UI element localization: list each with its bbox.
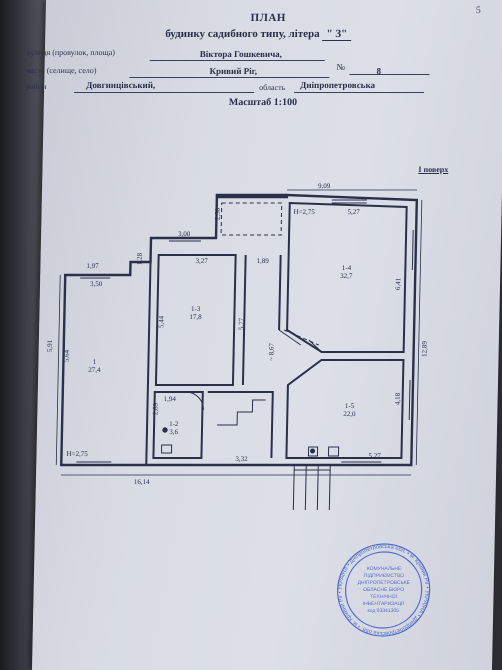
room-1-5-area: 22,0 — [343, 410, 356, 418]
dim-corr-long: ~ 8,67 — [267, 343, 276, 361]
dim-bottom-mid: 3,32 — [235, 455, 248, 463]
room-1-area: 27,4 — [88, 366, 101, 374]
wall-room13 — [154, 254, 237, 386]
dim-corr-height: 5,77 — [237, 317, 246, 331]
corridor-wall — [241, 255, 282, 385]
stamp-line: КОМУНАЛЬНЕ — [367, 566, 402, 572]
dim-r1-top2: 1,28 — [135, 252, 144, 266]
official-stamp-icon: УКРАЇНА • Дніпропетровська обл. • м. Кри… — [337, 543, 431, 637]
stamp-line: ПІДПРИЄМСТВО — [364, 573, 404, 579]
room-1-3-id: 1-3 — [190, 305, 201, 313]
room-1-4-area: 32,7 — [340, 272, 353, 280]
stamp-line: ДНІПРОПЕТРОВСЬКЕ — [357, 580, 410, 586]
stair-wall — [207, 391, 274, 458]
floor-plan — [55, 189, 423, 510]
dim-mid-top: 3,00 — [178, 230, 191, 238]
room-1-3: 1-3 17,8 — [189, 305, 202, 321]
stamp-line: ТЕХНІЧНОЇ — [370, 593, 398, 600]
wall-room14 — [286, 201, 408, 353]
room-1-5-id: 1-5 — [344, 402, 355, 410]
dim-r2-width: 1,94 — [163, 395, 176, 403]
dim-r2-height: 2,89 — [151, 402, 160, 416]
dim-r5-height: 4,18 — [393, 392, 402, 406]
room-1-2-id: 1-2 — [169, 420, 179, 428]
room-1-3-area: 17,8 — [189, 313, 202, 321]
room-1-4: 1-4 32,7 — [340, 264, 353, 280]
dim-top-small: 2,50 — [213, 207, 222, 221]
room-1: 1 27,4 — [88, 358, 101, 374]
dim-r1-top: 1,97 — [86, 262, 99, 270]
vestibule-wall — [215, 193, 287, 197]
dim-r3-height: 5,44 — [157, 315, 166, 329]
room-1-2-area: 3,6 — [169, 428, 179, 436]
entrance-stairs — [292, 465, 331, 510]
stamp-line: код 03341305 — [367, 608, 399, 614]
room-1-4-ceiling: H=2,75 — [293, 208, 315, 216]
dim-r1-inner: 3,50 — [89, 280, 103, 288]
room-1-5: 1-5 22,0 — [343, 402, 356, 418]
room-1-ceiling: H=2,75 — [66, 450, 88, 458]
dim-bottom-total: 16,14 — [133, 478, 150, 486]
room-1-id: 1 — [92, 358, 97, 366]
dim-r1-height: 5,64 — [62, 349, 71, 363]
dim-r3-width: 3,27 — [195, 257, 208, 265]
inner-stairs — [217, 399, 266, 426]
dim-r5-width: 5,27 — [368, 452, 381, 460]
stamp-line: ОБЛАСНЕ БЮРО — [363, 587, 404, 593]
room-1-2: 1-2 3,6 — [169, 420, 179, 436]
dim-corr-width: 1,89 — [256, 257, 269, 265]
dim-top-total: 9,09 — [318, 182, 331, 190]
dim-r4-width: 5,27 — [347, 208, 360, 216]
wall-room1 — [145, 262, 152, 465]
wall-room15 — [285, 359, 405, 459]
stamp-line: ІНВЕНТАРИЗАЦІЇ — [363, 600, 405, 607]
document-page: 5 ПЛАН будинку садибного типу, літера " … — [26, 0, 502, 670]
dim-right-total: 12,89 — [420, 341, 429, 357]
dim-r4-height: 6,41 — [394, 277, 403, 291]
dim-r1-left: 5,91 — [45, 339, 55, 353]
room-1-4-id: 1-4 — [341, 264, 352, 272]
